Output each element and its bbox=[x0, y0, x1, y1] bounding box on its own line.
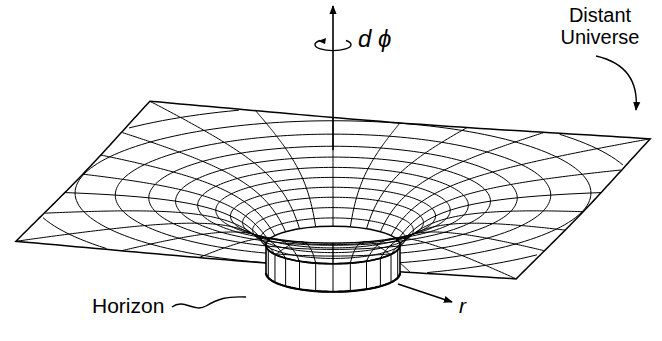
grid-line bbox=[400, 193, 601, 245]
horizon-rule bbox=[274, 254, 275, 282]
grid-line bbox=[122, 232, 285, 258]
grid-line bbox=[367, 128, 468, 229]
horizon-leader bbox=[172, 297, 246, 308]
rotation-axis bbox=[332, 6, 334, 150]
grid-line bbox=[350, 123, 400, 227]
grid-line bbox=[398, 170, 621, 240]
rotation-arrowhead bbox=[318, 38, 326, 44]
grid-line bbox=[256, 111, 316, 227]
horizon-edge bbox=[266, 273, 400, 292]
horizon-rule bbox=[366, 261, 367, 289]
grid-line bbox=[18, 223, 275, 254]
grid-line bbox=[398, 211, 583, 250]
radius-arrow bbox=[398, 284, 452, 302]
grid-line bbox=[101, 155, 275, 236]
figure-label: r bbox=[459, 294, 479, 317]
horizon-rule bbox=[299, 261, 300, 289]
pointer-arrow bbox=[596, 56, 636, 110]
figure-label: d ϕ bbox=[358, 26, 418, 52]
horizon-rule bbox=[268, 250, 269, 278]
grid-line bbox=[122, 133, 285, 232]
grid-line bbox=[151, 102, 300, 229]
horizon-cylinder bbox=[266, 245, 400, 292]
horizon-rule bbox=[380, 258, 381, 286]
horizon-rule bbox=[333, 264, 334, 292]
horizon-rule bbox=[350, 263, 351, 291]
horizon-rule bbox=[315, 263, 316, 291]
grid-line bbox=[45, 211, 268, 250]
horizon-rule bbox=[285, 258, 286, 286]
horizon-rule bbox=[391, 254, 392, 282]
figure-label: Horizon bbox=[92, 294, 172, 317]
grid-line bbox=[391, 139, 648, 235]
horizon-throat bbox=[266, 226, 400, 264]
horizon-rule bbox=[397, 250, 398, 278]
figure-label: Distant Universe bbox=[548, 4, 652, 48]
grid-line bbox=[65, 193, 266, 245]
horizon-band bbox=[266, 226, 400, 292]
grid-line bbox=[83, 174, 268, 240]
grid-line bbox=[380, 232, 543, 258]
